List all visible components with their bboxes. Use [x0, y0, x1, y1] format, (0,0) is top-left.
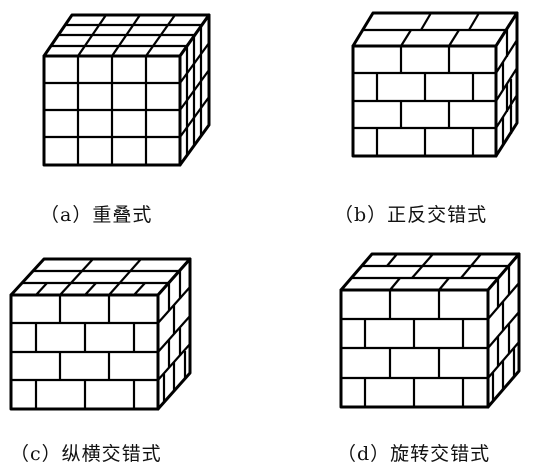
panel-forward-reverse-staggered: （b）正反交错式 — [267, 0, 535, 236]
rotating-staggered-pallet-illustration — [339, 252, 521, 409]
caption-stacked: （a）重叠式 — [40, 204, 153, 226]
stacked-pallet-illustration — [42, 13, 211, 167]
panel-rotating-staggered: （d）旋转交错式 — [267, 236, 535, 473]
caption-crisscross: （c）纵横交错式 — [10, 443, 162, 465]
panel-stacked: （a）重叠式 — [0, 0, 267, 236]
crisscross-pallet-illustration — [9, 257, 192, 411]
forward-reverse-pallet-illustration — [351, 11, 519, 158]
panel-crisscross: （c）纵横交错式 — [0, 236, 267, 473]
caption-forward-reverse-staggered: （b）正反交错式 — [334, 204, 488, 226]
caption-rotating-staggered: （d）旋转交错式 — [337, 443, 491, 465]
